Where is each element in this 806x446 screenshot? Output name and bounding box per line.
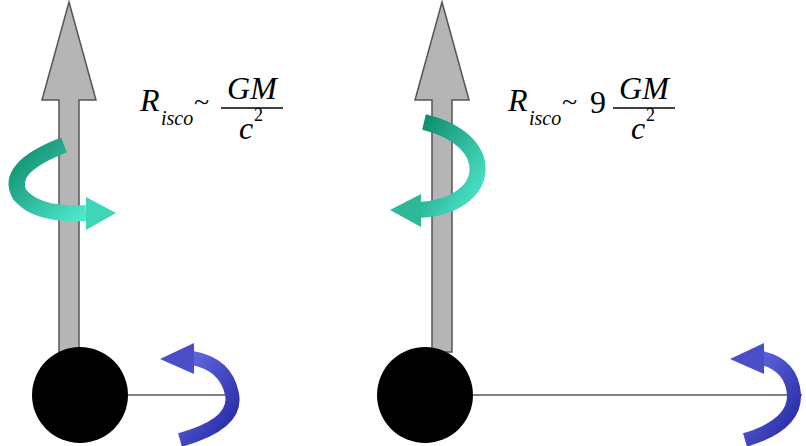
radius-symbol: R: [140, 84, 160, 116]
black-hole: [377, 347, 473, 443]
approx-sign: ~: [194, 88, 209, 116]
orbit-arrowhead: [160, 343, 194, 374]
exponent: 2: [254, 106, 263, 124]
denominator: c: [631, 112, 645, 144]
spin-arrowhead: [86, 197, 116, 230]
radius-line: [425, 394, 802, 395]
approx-sign: ~: [562, 88, 577, 116]
spin-arrow: [420, 122, 478, 210]
spin-axis-arrow: [415, 2, 469, 352]
radius-symbol: R: [508, 84, 528, 116]
orbit-arrow: [745, 358, 794, 440]
denominator: c: [239, 112, 253, 144]
orbit-arrowhead: [730, 343, 764, 374]
subscript: isco: [161, 108, 193, 128]
spin-arrow: [17, 145, 86, 213]
subscript: isco: [529, 108, 561, 128]
black-hole: [32, 347, 128, 443]
fraction-bar: [221, 107, 283, 109]
spin-axis-arrow: [42, 2, 96, 352]
factor-number: 9: [590, 86, 606, 118]
numerator: GM: [227, 72, 277, 104]
numerator: GM: [619, 72, 669, 104]
exponent: 2: [646, 106, 655, 124]
fraction-bar: [613, 107, 675, 109]
spin-arrowhead: [390, 194, 421, 227]
